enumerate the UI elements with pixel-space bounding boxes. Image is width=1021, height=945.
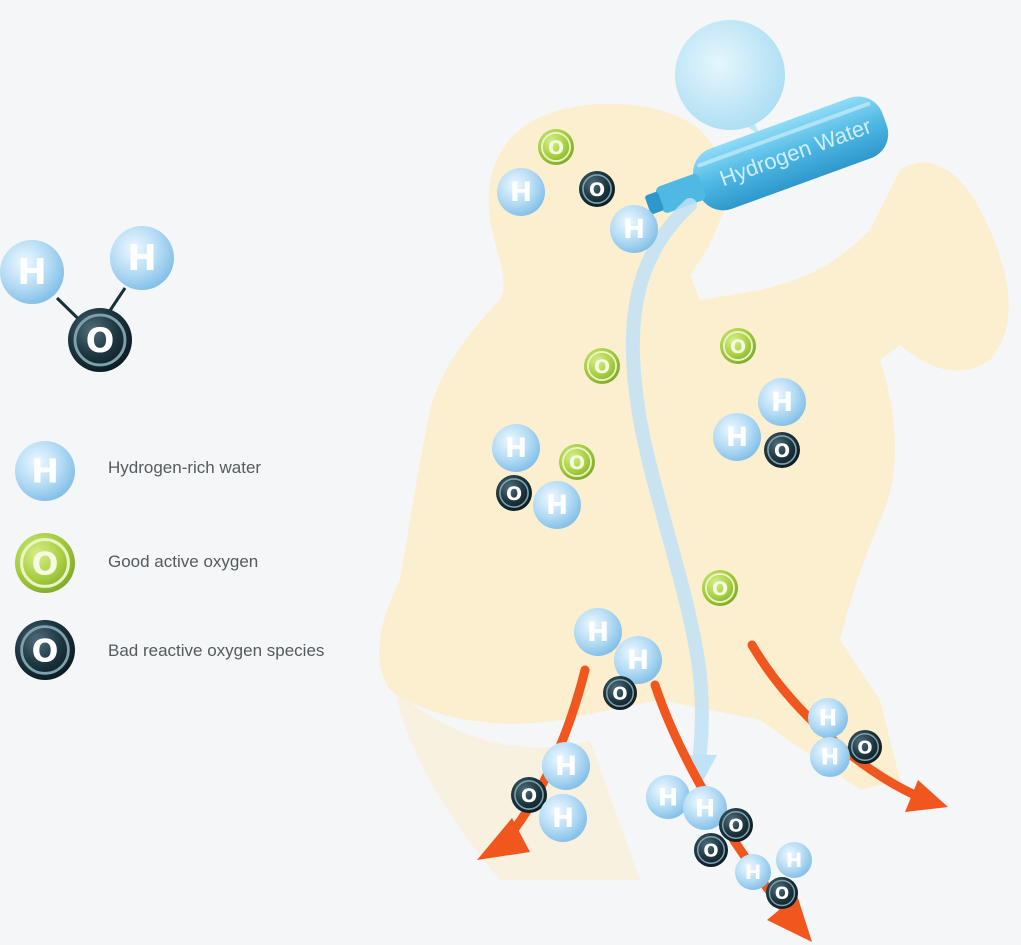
svg-text:O: O bbox=[730, 336, 746, 358]
good-oxygen-molecule: O bbox=[584, 348, 620, 384]
water-molecule-hydrogen-left: H bbox=[0, 240, 64, 304]
good-oxygen-molecule: O bbox=[559, 444, 595, 480]
hydrogen-molecule: H bbox=[808, 698, 848, 738]
water-drop-bubble bbox=[675, 20, 785, 135]
svg-text:O: O bbox=[569, 452, 585, 474]
bad-oxygen-molecule: O bbox=[719, 808, 753, 842]
hydrogen-molecule: H bbox=[713, 413, 761, 461]
hydrogen-molecule: H bbox=[542, 742, 590, 790]
legend-label-bad-oxygen: Bad reactive oxygen species bbox=[108, 641, 325, 660]
svg-text:H: H bbox=[627, 645, 649, 676]
bad-oxygen-molecule: O bbox=[694, 833, 728, 867]
svg-text:H: H bbox=[695, 794, 715, 822]
svg-text:H: H bbox=[819, 707, 837, 732]
svg-text:H: H bbox=[505, 433, 527, 464]
bad-oxygen-molecule: O bbox=[511, 777, 547, 813]
hydrogen-molecule: H bbox=[610, 205, 658, 253]
svg-text:O: O bbox=[594, 356, 610, 378]
svg-text:H: H bbox=[127, 238, 156, 279]
legend-label-hydrogen: Hydrogen-rich water bbox=[108, 458, 262, 477]
svg-text:H: H bbox=[31, 451, 59, 490]
svg-text:H: H bbox=[587, 617, 609, 648]
svg-text:H: H bbox=[555, 751, 577, 782]
svg-text:O: O bbox=[703, 840, 718, 861]
bad-oxygen-molecule: O bbox=[764, 432, 800, 468]
svg-text:H: H bbox=[658, 783, 678, 811]
hydrogen-molecule: H bbox=[683, 786, 727, 830]
legend-bad-oxygen-icon: O bbox=[15, 620, 75, 680]
svg-text:H: H bbox=[510, 177, 532, 208]
legend-good-oxygen-icon: O bbox=[15, 533, 75, 593]
hydrogen-molecule: H bbox=[497, 168, 545, 216]
good-oxygen-molecule: O bbox=[538, 129, 574, 165]
hydrogen-molecule: H bbox=[810, 737, 850, 777]
hydrogen-molecule: H bbox=[533, 481, 581, 529]
svg-text:H: H bbox=[786, 849, 803, 872]
svg-text:O: O bbox=[86, 321, 115, 360]
svg-text:H: H bbox=[552, 803, 574, 834]
svg-text:H: H bbox=[771, 387, 793, 418]
svg-text:H: H bbox=[623, 214, 645, 245]
hydrogen-molecule: H bbox=[539, 794, 587, 842]
svg-text:O: O bbox=[775, 883, 789, 903]
good-oxygen-molecule: O bbox=[702, 570, 738, 606]
svg-text:H: H bbox=[17, 252, 46, 293]
hydrogen-molecule: H bbox=[574, 608, 622, 656]
svg-text:O: O bbox=[728, 815, 743, 836]
hydrogen-molecule: H bbox=[492, 424, 540, 472]
hydrogen-molecule: H bbox=[646, 775, 690, 819]
svg-text:O: O bbox=[32, 546, 59, 582]
svg-text:O: O bbox=[589, 179, 605, 201]
hydrogen-molecule: H bbox=[776, 842, 812, 878]
svg-text:H: H bbox=[726, 422, 748, 453]
bad-oxygen-molecule: O bbox=[496, 475, 532, 511]
svg-text:H: H bbox=[745, 861, 762, 884]
hydrogen-molecule: H bbox=[735, 854, 771, 890]
svg-text:H: H bbox=[821, 746, 839, 771]
hydrogen-molecule: H bbox=[758, 378, 806, 426]
legend-hydrogen-icon: H bbox=[15, 441, 75, 501]
bad-oxygen-molecule: O bbox=[579, 171, 615, 207]
svg-text:H: H bbox=[546, 490, 568, 521]
svg-text:O: O bbox=[712, 578, 728, 600]
water-molecule-hydrogen-right: H bbox=[110, 226, 174, 290]
svg-text:O: O bbox=[857, 737, 872, 758]
water-flow-arrow bbox=[625, 198, 709, 777]
svg-text:O: O bbox=[548, 137, 564, 159]
svg-text:O: O bbox=[521, 785, 537, 807]
svg-text:O: O bbox=[774, 440, 790, 462]
good-oxygen-molecule: O bbox=[720, 328, 756, 364]
svg-text:O: O bbox=[506, 483, 522, 505]
bad-oxygen-molecule: O bbox=[848, 730, 882, 764]
svg-text:O: O bbox=[32, 633, 59, 669]
bad-oxygen-molecule: O bbox=[603, 676, 637, 710]
water-molecule-oxygen: O bbox=[68, 308, 132, 372]
bad-oxygen-molecule: O bbox=[766, 877, 798, 909]
svg-text:O: O bbox=[612, 683, 627, 704]
legend-label-good-oxygen: Good active oxygen bbox=[108, 552, 259, 571]
hydrogen-molecule: H bbox=[614, 636, 662, 684]
